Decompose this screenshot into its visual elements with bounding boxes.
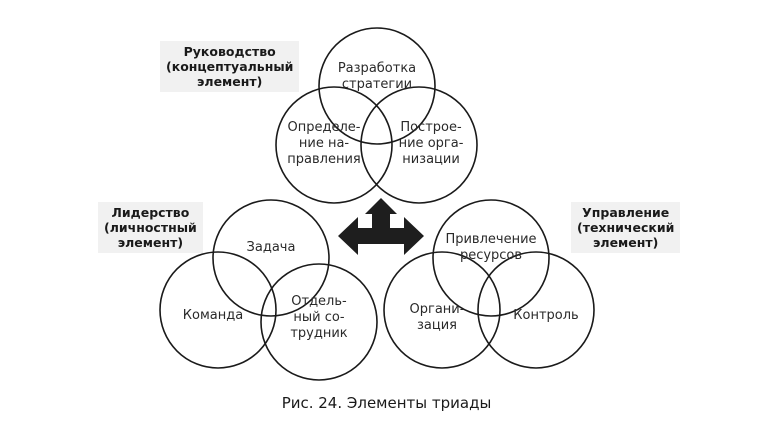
figure-caption: Рис. 24. Элементы триады xyxy=(281,394,492,412)
circle-left-2 xyxy=(159,251,277,369)
label-left-line-3: элемент) xyxy=(117,235,184,250)
circle-left-3 xyxy=(260,263,378,381)
circle-top-3 xyxy=(360,86,478,204)
circle-text-left-3: Отдель-ный со-трудник xyxy=(290,294,347,341)
label-top-line-2: (концептуальный xyxy=(166,59,294,74)
label-top-line-1: Руководство xyxy=(183,44,276,59)
label-left: Лидерство (личностный элемент) xyxy=(98,202,203,253)
circle-right-2 xyxy=(383,251,501,369)
circle-right-3 xyxy=(477,251,595,369)
circle-text-right-3: Контроль xyxy=(513,308,578,323)
label-top-line-3: элемент) xyxy=(197,74,263,89)
circle-text-top-2: Определе-ние на-правления xyxy=(287,120,361,167)
label-left-line-1: Лидерство xyxy=(111,205,190,220)
circle-right-1 xyxy=(432,199,550,317)
circle-text-left-1: Задача xyxy=(247,240,296,255)
circle-top-2 xyxy=(275,86,393,204)
circle-text-right-2: Органи-зация xyxy=(410,302,465,333)
label-left-line-2: (личностный xyxy=(104,220,197,235)
label-right-line-3: элемент) xyxy=(593,235,659,250)
circle-text-left-2: Команда xyxy=(183,308,243,323)
circle-left-1 xyxy=(212,199,330,317)
label-right-line-1: Управление xyxy=(582,205,670,220)
label-right: Управление (технический элемент) xyxy=(571,202,681,253)
three-way-arrow-icon xyxy=(338,198,424,255)
label-right-line-2: (технический xyxy=(577,220,675,235)
label-top: Руководство (концептуальный элемент) xyxy=(160,41,300,92)
circle-top-1 xyxy=(318,27,436,145)
circle-text-top-3: Построе-ние орга-низации xyxy=(399,120,464,167)
